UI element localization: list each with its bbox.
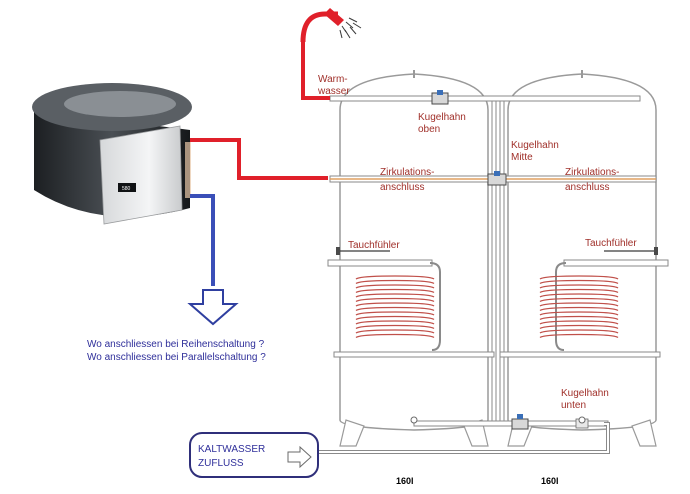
label-warm-2: wasser	[317, 86, 350, 97]
shower-head-icon	[300, 8, 362, 43]
tank-right	[507, 70, 657, 447]
coil-winding	[539, 293, 619, 298]
label-zirk-left-1: Zirkulations-	[380, 167, 434, 178]
label-tauch-right: Tauchfühler	[585, 238, 637, 249]
coil-winding	[355, 293, 435, 298]
coil-winding	[355, 320, 435, 325]
label-kugel-mitte-1: Kugelhahn	[511, 140, 559, 151]
warm-water-header-pipe	[329, 95, 641, 102]
question-parallelschaltung: Wo anschliessen bei Parallelschaltung ?	[87, 352, 266, 363]
question-reihenschaltung: Wo anschliessen bei Reihenschaltung ?	[87, 339, 265, 350]
coil-winding	[539, 284, 619, 289]
coil-winding	[355, 297, 435, 303]
label-warm-1: Warm-	[318, 74, 348, 85]
coil-winding	[539, 279, 619, 285]
coil-winding	[355, 311, 435, 316]
hot-supply-pipe	[190, 138, 328, 180]
warm-water-riser	[301, 40, 330, 100]
coil-winding	[355, 329, 435, 334]
label-tank-left-volume: 160l	[396, 476, 414, 486]
label-kugel-oben-2: oben	[418, 124, 440, 135]
label-kugel-mitte-2: Mitte	[511, 152, 533, 163]
coil-right	[499, 259, 669, 358]
coil-winding	[539, 302, 619, 307]
label-tank-right-volume: 160l	[541, 476, 559, 486]
label-zirk-right-1: Zirkulations-	[565, 167, 619, 178]
label-kaltwasser-1: KALTWASSER	[198, 444, 265, 455]
kaltwasser-zufluss-box	[189, 432, 319, 478]
device-display-value: 580	[122, 186, 131, 192]
coil-winding	[355, 275, 435, 280]
label-kugel-unten-1: Kugelhahn	[561, 388, 609, 399]
label-kugel-oben-1: Kugelhahn	[418, 112, 466, 123]
coil-winding	[539, 275, 619, 280]
coil-winding	[539, 306, 619, 312]
coil-winding	[355, 279, 435, 285]
kugelhahn-unten-valve	[511, 418, 529, 430]
coil-winding	[539, 320, 619, 325]
coil-winding	[355, 284, 435, 289]
coil-winding	[355, 306, 435, 312]
coil-winding	[355, 324, 435, 330]
coil-winding	[539, 288, 619, 294]
coil-winding	[539, 324, 619, 330]
coil-winding	[539, 297, 619, 303]
coil-winding	[355, 288, 435, 294]
center-riser-right	[499, 97, 505, 423]
label-kugel-unten-2: unten	[561, 400, 586, 411]
heat-pump-device: 580	[32, 83, 192, 225]
coil-winding	[539, 333, 619, 339]
label-tauch-left: Tauchfühler	[348, 240, 400, 251]
device-display-screen	[118, 183, 136, 192]
coil-left	[327, 259, 495, 358]
center-riser-left	[491, 97, 497, 423]
coil-winding	[355, 302, 435, 307]
coil-winding	[539, 311, 619, 316]
label-kaltwasser-2: ZUFLUSS	[198, 458, 244, 469]
right-arrow-icon	[287, 445, 312, 469]
coil-winding	[539, 315, 619, 321]
down-arrow-icon	[187, 289, 239, 326]
tank-left	[339, 70, 489, 447]
label-zirk-left-2: anschluss	[380, 182, 424, 193]
coil-winding	[539, 329, 619, 334]
coil-winding	[355, 315, 435, 321]
cold-return-pipe	[190, 194, 215, 286]
label-zirk-right-2: anschluss	[565, 182, 609, 193]
coil-winding	[355, 333, 435, 339]
